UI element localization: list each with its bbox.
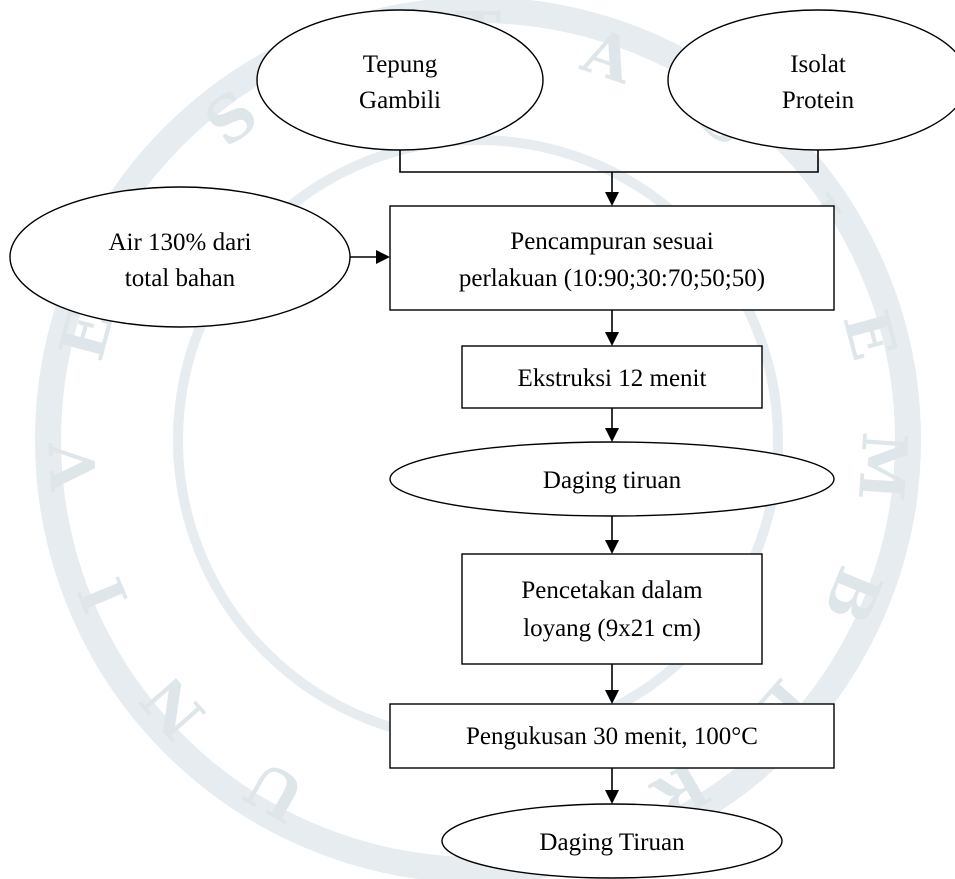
daging-tiruan-ellipse	[389, 441, 835, 517]
pengukusan-box	[389, 703, 835, 769]
node-daging-tiruan-final: Daging Tiruan	[441, 803, 783, 879]
node-isolat-protein: Isolat Protein	[667, 9, 955, 151]
tepung-gambili-line-1: Tepung	[363, 51, 438, 78]
daging-tiruan-final-ellipse	[441, 803, 783, 879]
air-ellipse	[9, 186, 351, 328]
arrowhead-pencampuran	[605, 192, 619, 206]
daging-tiruan-label: Daging tiruan	[543, 467, 682, 494]
node-daging-tiruan: Daging tiruan	[389, 441, 835, 517]
node-pencampuran: Pencampuran sesuai perlakuan (10:90;30:7…	[389, 205, 835, 311]
isolat-protein-line-2: Protein	[782, 87, 855, 114]
air-line-2: total bahan	[125, 265, 236, 292]
pencampuran-line-2: perlakuan (10:90;30:70;50;50)	[459, 265, 765, 292]
ekstruksi-box	[461, 345, 763, 409]
arrowhead-air	[376, 250, 390, 264]
connectors	[350, 150, 819, 804]
isolat-protein-ellipse	[667, 9, 955, 151]
pencetakan-line-2: loyang (9x21 cm)	[523, 615, 701, 642]
daging-tiruan-final-label: Daging Tiruan	[539, 829, 685, 856]
node-pencetakan: Pencetakan dalam loyang (9x21 cm)	[461, 553, 763, 665]
node-pengukusan: Pengukusan 30 menit, 100°C	[389, 703, 835, 769]
arrowhead-pencetakan	[605, 540, 619, 554]
node-air: Air 130% dari total bahan	[9, 186, 351, 328]
arrowhead-daging-tiruan-final	[605, 790, 619, 804]
ekstruksi-label: Ekstruksi 12 menit	[518, 365, 707, 392]
tepung-gambili-ellipse	[256, 9, 544, 151]
node-tepung-gambili: Tepung Gambili	[256, 9, 544, 151]
watermark-letter: N	[127, 662, 219, 753]
isolat-protein-line-1: Isolat	[790, 51, 846, 78]
pencetakan-line-1: Pencetakan dalam	[521, 577, 703, 604]
node-ekstruksi: Ekstruksi 12 menit	[461, 345, 763, 409]
watermark-letter: V	[35, 439, 111, 494]
tepung-gambili-line-2: Gambili	[359, 87, 441, 114]
arrowhead-pengukusan	[605, 690, 619, 704]
arrowhead-daging-tiruan	[605, 428, 619, 442]
watermark-letter: M	[844, 430, 921, 503]
pencampuran-box	[389, 205, 835, 311]
watermark-ring	[35, 0, 921, 879]
pencampuran-line-1: Pencampuran sesuai	[510, 228, 713, 255]
pengukusan-label: Pengukusan 30 menit, 100°C	[466, 723, 758, 750]
air-line-1: Air 130% dari	[108, 229, 251, 256]
merge-connector	[399, 150, 819, 173]
pencetakan-box	[461, 553, 763, 665]
arrowhead-ekstruksi	[605, 332, 619, 346]
